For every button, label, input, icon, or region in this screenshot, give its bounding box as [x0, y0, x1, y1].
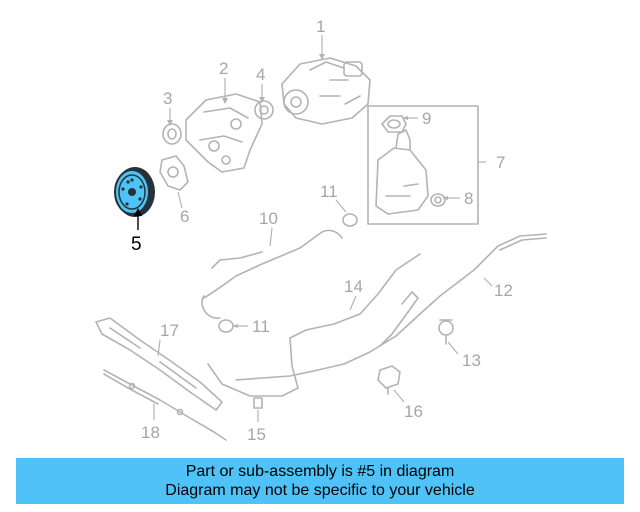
info-banner: Part or sub-assembly is #5 in diagram Di…	[16, 458, 624, 504]
callout-5: 5	[131, 234, 142, 255]
part-4-bushing	[254, 100, 274, 120]
part-13-fitting	[438, 319, 454, 345]
part-14-return-line	[207, 253, 421, 397]
callout-6: 6	[180, 207, 189, 226]
callout-18: 18	[141, 423, 160, 442]
part-12-pressure-line	[235, 233, 547, 381]
part-3-bushing	[162, 123, 182, 145]
callout-14: 14	[344, 277, 363, 296]
part-6-gasket	[159, 155, 189, 191]
parts-diagram: 1 2 3 4 6	[95, 17, 547, 444]
banner-line-disclaimer: Diagram may not be specific to your vehi…	[165, 482, 475, 499]
banner-line-part: Part or sub-assembly is #5 in diagram	[185, 463, 455, 480]
callout-5-arrow	[134, 208, 142, 230]
part-11-clamp-upper	[342, 213, 358, 227]
part-5-pulley	[114, 167, 155, 217]
callout-9: 9	[422, 109, 431, 128]
callout-4: 4	[256, 65, 265, 84]
part-9-cap	[381, 115, 407, 133]
part-17-cooler-rail	[95, 317, 223, 411]
callout-10: 10	[259, 209, 278, 228]
callout-16: 16	[404, 402, 423, 421]
callout-3: 3	[163, 89, 172, 108]
part-18-cooler-line	[103, 369, 227, 441]
part-8-grommet	[430, 193, 446, 207]
callout-1: 1	[316, 17, 325, 36]
callout-2: 2	[219, 59, 228, 78]
callout-8: 8	[464, 189, 473, 208]
callout-12: 12	[494, 281, 513, 300]
part-1-power-steering-pump	[281, 57, 371, 125]
part-2-bracket	[185, 93, 263, 173]
callout-17: 17	[160, 321, 179, 340]
part-15-clip	[253, 397, 263, 409]
callout-15: 15	[247, 425, 266, 444]
callout-11-upper: 11	[320, 182, 338, 201]
part-16-valve	[377, 365, 401, 395]
callout-11-lower: 11	[252, 317, 270, 336]
part-7-reservoir-box	[367, 105, 479, 225]
callout-7: 7	[496, 153, 505, 172]
part-11-clamp-lower	[218, 319, 234, 333]
callout-13: 13	[462, 351, 481, 370]
part-10-hose	[201, 229, 343, 319]
